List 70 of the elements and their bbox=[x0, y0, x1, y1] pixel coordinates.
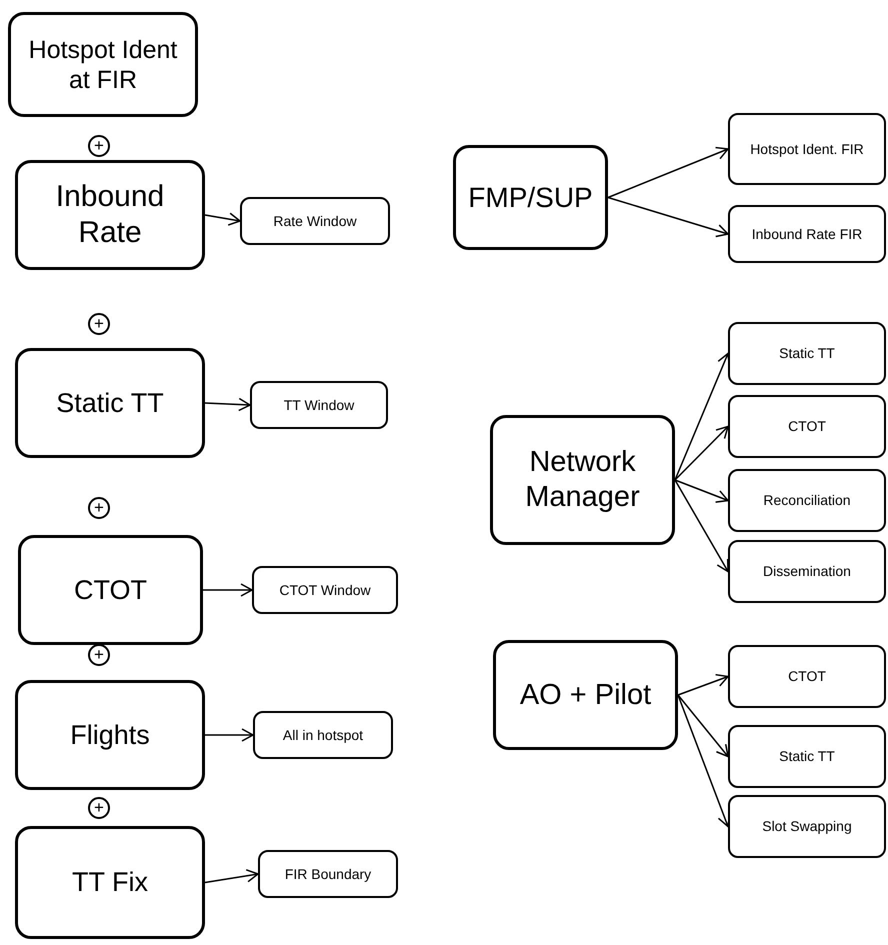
node-label: TT Window bbox=[284, 396, 354, 414]
process-box bbox=[258, 850, 398, 898]
node-label: CTOT Window bbox=[279, 582, 371, 598]
process-box bbox=[493, 640, 678, 750]
process-box bbox=[240, 197, 390, 245]
process-box bbox=[253, 711, 393, 759]
arrow bbox=[678, 674, 729, 696]
arrow bbox=[608, 196, 729, 238]
node-label: Rate Window bbox=[273, 212, 357, 230]
node-label: Network Manager bbox=[524, 445, 641, 515]
process-box bbox=[728, 645, 886, 708]
process-box bbox=[8, 12, 198, 117]
plus-sign: + bbox=[94, 136, 104, 156]
process-box bbox=[728, 395, 886, 458]
arrow bbox=[674, 352, 730, 480]
process-box bbox=[250, 381, 388, 429]
process-box bbox=[15, 348, 205, 458]
process-box bbox=[15, 160, 205, 270]
plus-sign: + bbox=[94, 798, 104, 818]
plus-sign: + bbox=[94, 498, 104, 518]
process-box bbox=[728, 540, 886, 603]
arrow bbox=[204, 398, 251, 412]
node-label: Hotspot Ident. FIR bbox=[750, 140, 864, 158]
process-box bbox=[728, 795, 886, 858]
operator-circle bbox=[88, 313, 110, 335]
arrow bbox=[674, 479, 729, 503]
operator-circle bbox=[88, 135, 110, 157]
node-label: Dissemination bbox=[763, 563, 851, 580]
process-box bbox=[490, 415, 675, 545]
node-label: Static TT bbox=[779, 345, 835, 362]
node-label: FMP/SUP bbox=[468, 180, 593, 214]
process-box bbox=[15, 826, 205, 939]
arrow bbox=[204, 869, 259, 884]
arrow bbox=[677, 694, 730, 828]
node-label: CTOT bbox=[788, 668, 826, 685]
operator-circle bbox=[88, 644, 110, 666]
process-box bbox=[15, 680, 205, 790]
node-label: TT Fix bbox=[72, 866, 148, 899]
process-box bbox=[453, 145, 608, 250]
node-label: Slot Swapping bbox=[762, 818, 852, 835]
arrow bbox=[205, 728, 254, 742]
node-label: CTOT bbox=[788, 418, 826, 435]
process-box bbox=[728, 469, 886, 532]
arrow bbox=[203, 583, 253, 597]
node-label: Hotspot Ident at FIR bbox=[28, 34, 178, 94]
node-label: CTOT bbox=[74, 574, 147, 606]
process-box bbox=[252, 566, 398, 614]
node-label: Flights bbox=[70, 718, 150, 752]
node-label: Inbound Rate bbox=[54, 179, 166, 251]
node-label: Inbound Rate FIR bbox=[752, 226, 862, 242]
plus-sign: + bbox=[94, 644, 104, 666]
arrow bbox=[608, 146, 729, 198]
process-box bbox=[18, 535, 203, 645]
node-label: AO + Pilot bbox=[520, 678, 652, 712]
process-box bbox=[728, 322, 886, 385]
node-label: Static TT bbox=[779, 748, 835, 765]
node-label: Static TT bbox=[56, 386, 164, 420]
operator-circle bbox=[88, 497, 110, 519]
arrow bbox=[204, 212, 241, 226]
arrow bbox=[677, 694, 729, 758]
node-label: FIR Boundary bbox=[284, 866, 372, 882]
arrow bbox=[674, 480, 729, 572]
operator-circle bbox=[88, 797, 110, 819]
node-label: Reconciliation bbox=[763, 492, 851, 509]
process-box bbox=[728, 725, 886, 788]
process-box bbox=[728, 205, 886, 263]
plus-sign: + bbox=[94, 314, 104, 334]
arrow bbox=[674, 426, 729, 481]
process-box bbox=[728, 113, 886, 185]
node-label: All in hotspot bbox=[282, 726, 364, 744]
